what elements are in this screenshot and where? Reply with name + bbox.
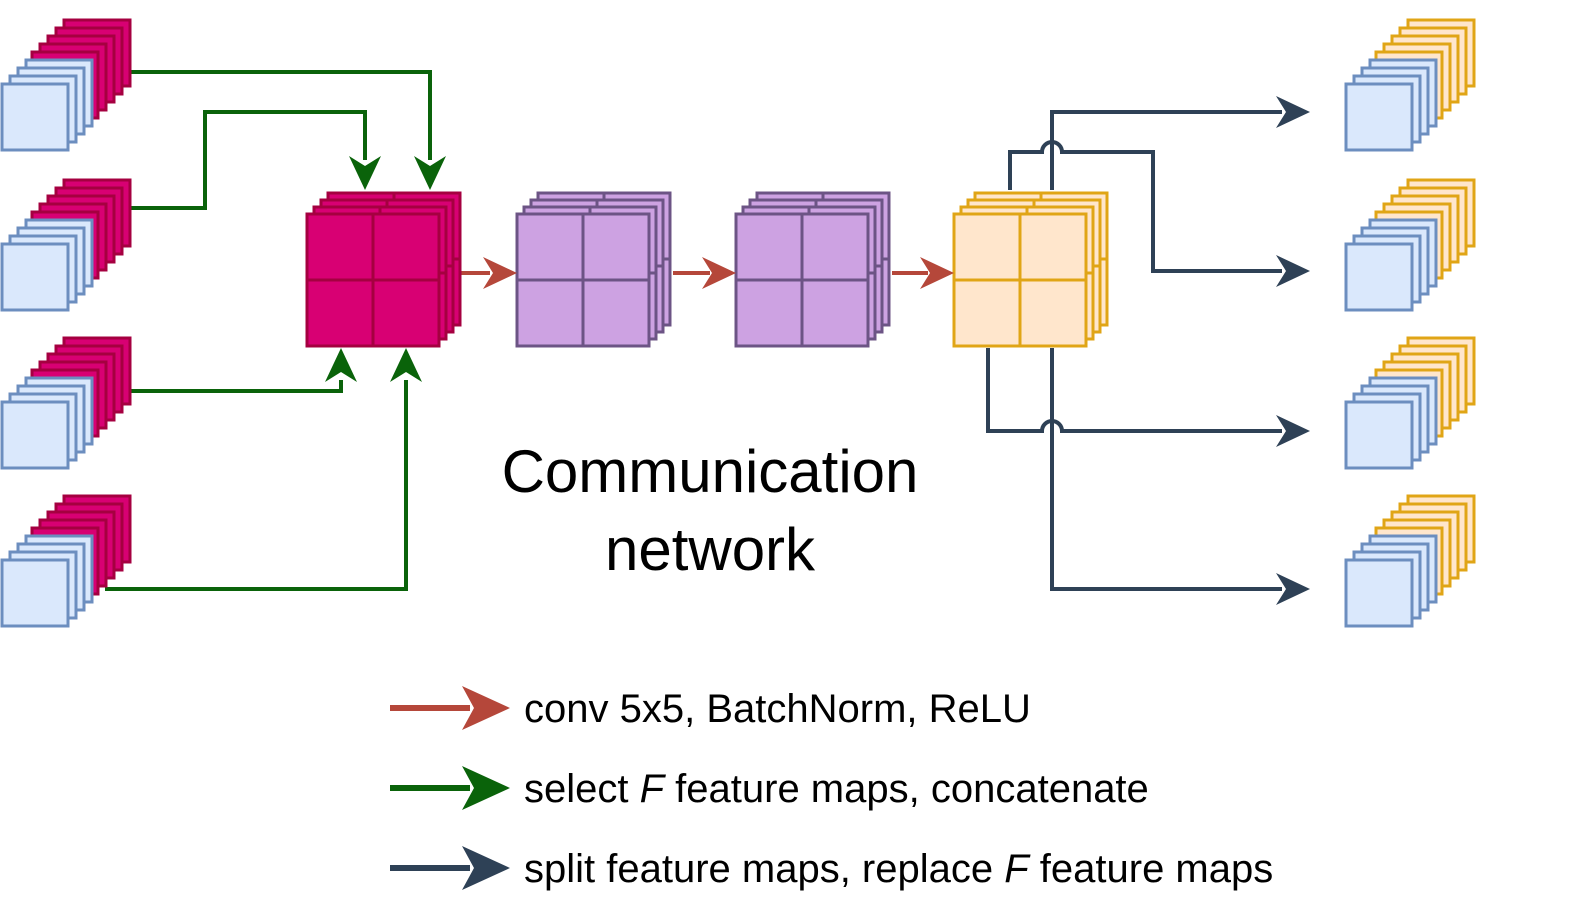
legend-label-select-part-1: F [640, 767, 667, 811]
output-local-map [1344, 242, 1414, 312]
split-arrowhead-agent-1 [1276, 96, 1310, 128]
legend-label-split-part-2: feature maps [1029, 847, 1274, 891]
input-local-map [0, 558, 70, 628]
output-local-map [1344, 558, 1414, 628]
hidden-feature-block-1-layer [515, 212, 651, 348]
legend-label-split-part-0: split feature maps, replace [524, 847, 1004, 891]
input-agent-2 [0, 178, 132, 312]
feature-map-blocks [0, 18, 1476, 628]
legend: conv 5x5, BatchNorm, ReLU select F featu… [390, 686, 1273, 891]
output-feature-block [952, 191, 1109, 348]
legend-label-select: select F feature maps, concatenate [524, 767, 1149, 811]
hidden-feature-block-2-cell [734, 212, 804, 282]
output-feature-block-layer [952, 212, 1088, 348]
hidden-feature-block-2-layer [734, 212, 870, 348]
diagram-title-line-1: Communication [502, 438, 919, 505]
input-agent-1 [0, 18, 132, 152]
select-arrowhead-agent-1 [414, 156, 446, 190]
hidden-feature-block-1-cell [581, 278, 651, 348]
output-agent-4 [1344, 494, 1476, 628]
concatenated-feature-block-cell [305, 278, 375, 348]
select-arrowhead-agent-4 [390, 348, 422, 382]
conv-arrowhead-2 [702, 257, 736, 289]
output-agent-1 [1344, 18, 1476, 152]
output-local-map [1344, 400, 1414, 470]
legend-item-conv: conv 5x5, BatchNorm, ReLU [390, 686, 1031, 731]
legend-label-select-part-2: feature maps, concatenate [664, 767, 1149, 811]
concatenated-feature-block-cell [371, 278, 441, 348]
hidden-feature-block-2-cell [734, 278, 804, 348]
input-agent-3 [0, 336, 132, 470]
split-arrowhead-agent-2 [1276, 255, 1310, 287]
split-wire-agent-3 [986, 348, 1282, 433]
concatenated-feature-block-layer [305, 212, 441, 348]
output-feature-block-cell [952, 278, 1022, 348]
legend-item-select: select F feature maps, concatenate [390, 766, 1149, 811]
conv-arrowhead-1 [483, 257, 517, 289]
output-agent-2 [1344, 178, 1476, 312]
hidden-feature-block-1 [515, 191, 672, 348]
arrowheads [325, 96, 1310, 605]
legend-label-split-part-1: F [1004, 847, 1031, 891]
legend-label-select-part-0: select [524, 767, 640, 811]
legend-arrowhead-select [462, 766, 510, 810]
split-wire-agent-2 [1008, 140, 1282, 273]
legend-label-conv-part-0: conv 5x5, BatchNorm, ReLU [524, 687, 1031, 731]
output-local-map [1344, 82, 1414, 152]
concatenated-feature-block-cell [371, 212, 441, 282]
hidden-feature-block-2 [734, 191, 891, 348]
select-wire-agent-2 [130, 110, 367, 210]
select-arrowhead-agent-3 [325, 348, 357, 382]
hidden-feature-block-1-cell [515, 278, 585, 348]
split-arrowhead-agent-4 [1276, 573, 1310, 605]
select-arrowhead-agent-2 [349, 156, 381, 190]
legend-arrowhead-conv [462, 686, 510, 730]
legend-item-split: split feature maps, replace F feature ma… [390, 846, 1273, 891]
input-local-map [0, 242, 70, 312]
hidden-feature-block-1-cell [515, 212, 585, 282]
output-feature-block-cell [1018, 212, 1088, 282]
split-wire-agent-1 [1050, 110, 1282, 190]
select-wire-agent-4 [105, 380, 408, 591]
output-feature-block-cell [1018, 278, 1088, 348]
conv-arrowhead-3 [920, 257, 954, 289]
split-wire-agent-4 [1050, 348, 1282, 591]
hidden-feature-block-2-cell [800, 212, 870, 282]
output-agent-3 [1344, 336, 1476, 470]
concatenated-feature-block [305, 191, 462, 348]
concatenated-feature-block-cell [305, 212, 375, 282]
hidden-feature-block-2-cell [800, 278, 870, 348]
split-arrowhead-agent-3 [1276, 415, 1310, 447]
input-local-map [0, 82, 70, 152]
diagram-title-line-2: network [605, 516, 816, 583]
select-wire-agent-3 [130, 380, 343, 393]
input-agent-4 [0, 494, 132, 628]
hidden-feature-block-1-cell [581, 212, 651, 282]
select-wire-agent-1 [130, 70, 432, 160]
connection-wires [105, 70, 1282, 591]
legend-arrowhead-split [462, 846, 510, 890]
legend-label-split: split feature maps, replace F feature ma… [524, 847, 1273, 891]
input-local-map [0, 400, 70, 470]
legend-label-conv: conv 5x5, BatchNorm, ReLU [524, 687, 1031, 731]
output-feature-block-cell [952, 212, 1022, 282]
